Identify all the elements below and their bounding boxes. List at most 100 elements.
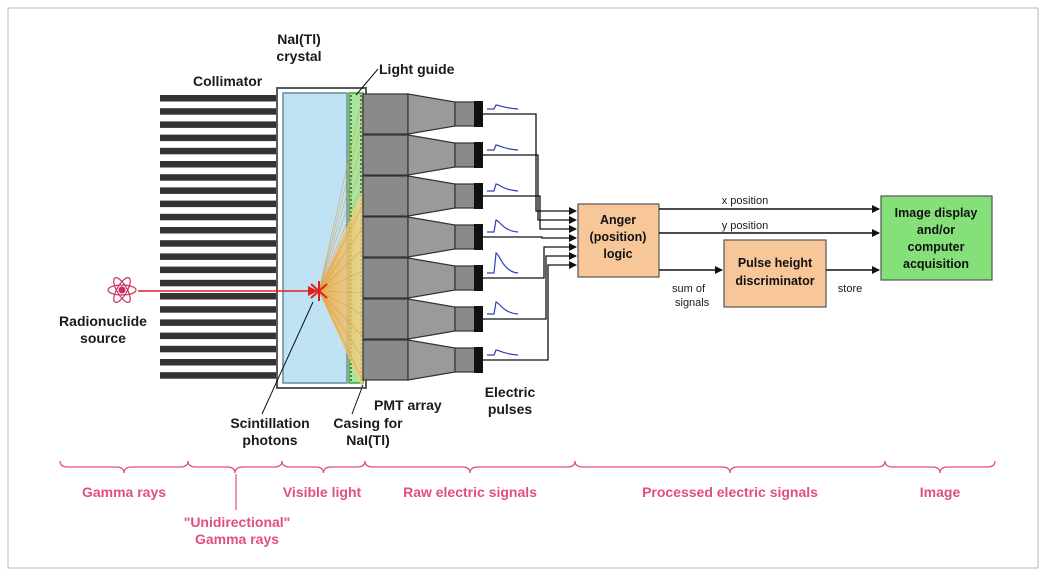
pmt-signal-wire [483, 243, 577, 279]
pmt-taper [407, 298, 456, 340]
photon-ray [318, 160, 364, 292]
category-brace [364, 460, 576, 474]
crystal-label-1: NaI(Tl) [277, 31, 321, 47]
collimator-septum [160, 108, 278, 115]
y-position-label: y position [722, 220, 768, 232]
radionuclide-label-1: Radionuclide [59, 313, 147, 329]
store-label: store [838, 283, 862, 295]
sum-of-signals-label-1: sum of [672, 283, 706, 295]
display-label-4: acquisition [903, 257, 969, 271]
photon-ray [318, 182, 364, 292]
photon-ray [318, 290, 364, 316]
casing-label-1: Casing for [333, 415, 403, 431]
pmt-signal-wire [483, 261, 577, 361]
pmt-signal-wire [483, 234, 577, 242]
collimator-septum [160, 174, 278, 181]
photon-ray [318, 94, 364, 292]
pmt-array [362, 93, 483, 381]
casing-pointer [351, 384, 364, 415]
category-image: Image [920, 484, 961, 500]
pulse-trace [487, 349, 519, 356]
pulse-trace [487, 252, 519, 274]
anger-label-3: logic [603, 247, 632, 261]
nai-crystal [282, 92, 348, 384]
collimator-septum [160, 200, 278, 208]
pmt-base [474, 142, 483, 168]
scintillation-star-icon [310, 281, 328, 301]
collimator-septum [160, 147, 278, 155]
category-visible-light: Visible light [283, 484, 362, 500]
collimator-septum [160, 121, 278, 128]
collimator-septum [160, 293, 278, 300]
pmt-face [362, 93, 409, 135]
collimator-septum [160, 187, 278, 194]
category-brace [59, 460, 189, 474]
pmt-face [362, 257, 409, 299]
pmt-taper [407, 339, 456, 381]
pmt-taper [407, 216, 456, 258]
photon-lines [318, 94, 364, 382]
collimator-septum [160, 253, 278, 260]
electric-pulses-label-2: pulses [488, 401, 533, 417]
scintillation-label-2: photons [242, 432, 297, 448]
sum-of-signals-label-2: signals [675, 297, 710, 309]
category-unidirectional-1: "Unidirectional" [184, 514, 291, 530]
collimator [160, 95, 278, 379]
light-guide-label: Light guide [379, 61, 455, 77]
collimator-septum [160, 266, 278, 274]
atom-icon [107, 277, 137, 303]
electric-pulses-label-1: Electric [485, 384, 536, 400]
pmt-taper [407, 257, 456, 299]
collimator-septum [160, 279, 278, 287]
phd-label-2: discriminator [735, 274, 814, 288]
radionuclide-label-2: source [80, 330, 126, 346]
pulse-trace [487, 219, 519, 233]
pmt-wires [483, 113, 577, 361]
collimator-septum [160, 227, 278, 234]
pulse-trace [487, 183, 519, 192]
collimator-label: Collimator [193, 73, 263, 89]
collimator-septum [160, 332, 278, 340]
collimator-septum [160, 240, 278, 247]
collimator-septum [160, 213, 278, 221]
category-gamma-rays: Gamma rays [82, 484, 166, 500]
category-brace [187, 460, 283, 474]
collimator-septum [160, 372, 278, 379]
category-unidirectional-2: Gamma rays [195, 531, 279, 547]
outer-frame [7, 7, 1039, 569]
anger-label-1: Anger [600, 213, 636, 227]
light-guide-pointer [355, 68, 379, 96]
pmt-signal-wire [483, 195, 577, 233]
category-brace [281, 460, 366, 474]
scintillation-pointer [261, 301, 314, 415]
photon-ray [318, 290, 364, 360]
collimator-septum [160, 95, 278, 102]
pmt-base [474, 101, 483, 127]
pmt-taper [407, 175, 456, 217]
gamma-ray-arrowhead [308, 286, 318, 296]
pmt-face [362, 298, 409, 340]
pulse-trace [487, 301, 519, 315]
category-brace [884, 460, 996, 474]
image-display-box [880, 195, 993, 281]
pmt-face [362, 339, 409, 381]
photon-ray [318, 290, 364, 294]
collimator-septum [160, 345, 278, 353]
scintillation-label-1: Scintillation [230, 415, 309, 431]
pulse-trace [487, 104, 519, 110]
pmt-base [474, 183, 483, 209]
collimator-septum [160, 359, 278, 366]
pmt-taper [407, 134, 456, 176]
pmt-signal-wire [483, 113, 577, 215]
category-raw-signals: Raw electric signals [403, 484, 537, 500]
photon-ray [318, 116, 364, 292]
pulse-trace [487, 144, 519, 151]
display-label-1: Image display [895, 206, 978, 220]
phd-label-1: Pulse height [738, 256, 813, 270]
electric-pulses [487, 104, 519, 356]
pmt-base [474, 306, 483, 332]
category-braces [59, 460, 996, 474]
pmt-taper [407, 93, 456, 135]
photon-ray [318, 138, 364, 292]
pmt-signal-wire [483, 252, 577, 320]
